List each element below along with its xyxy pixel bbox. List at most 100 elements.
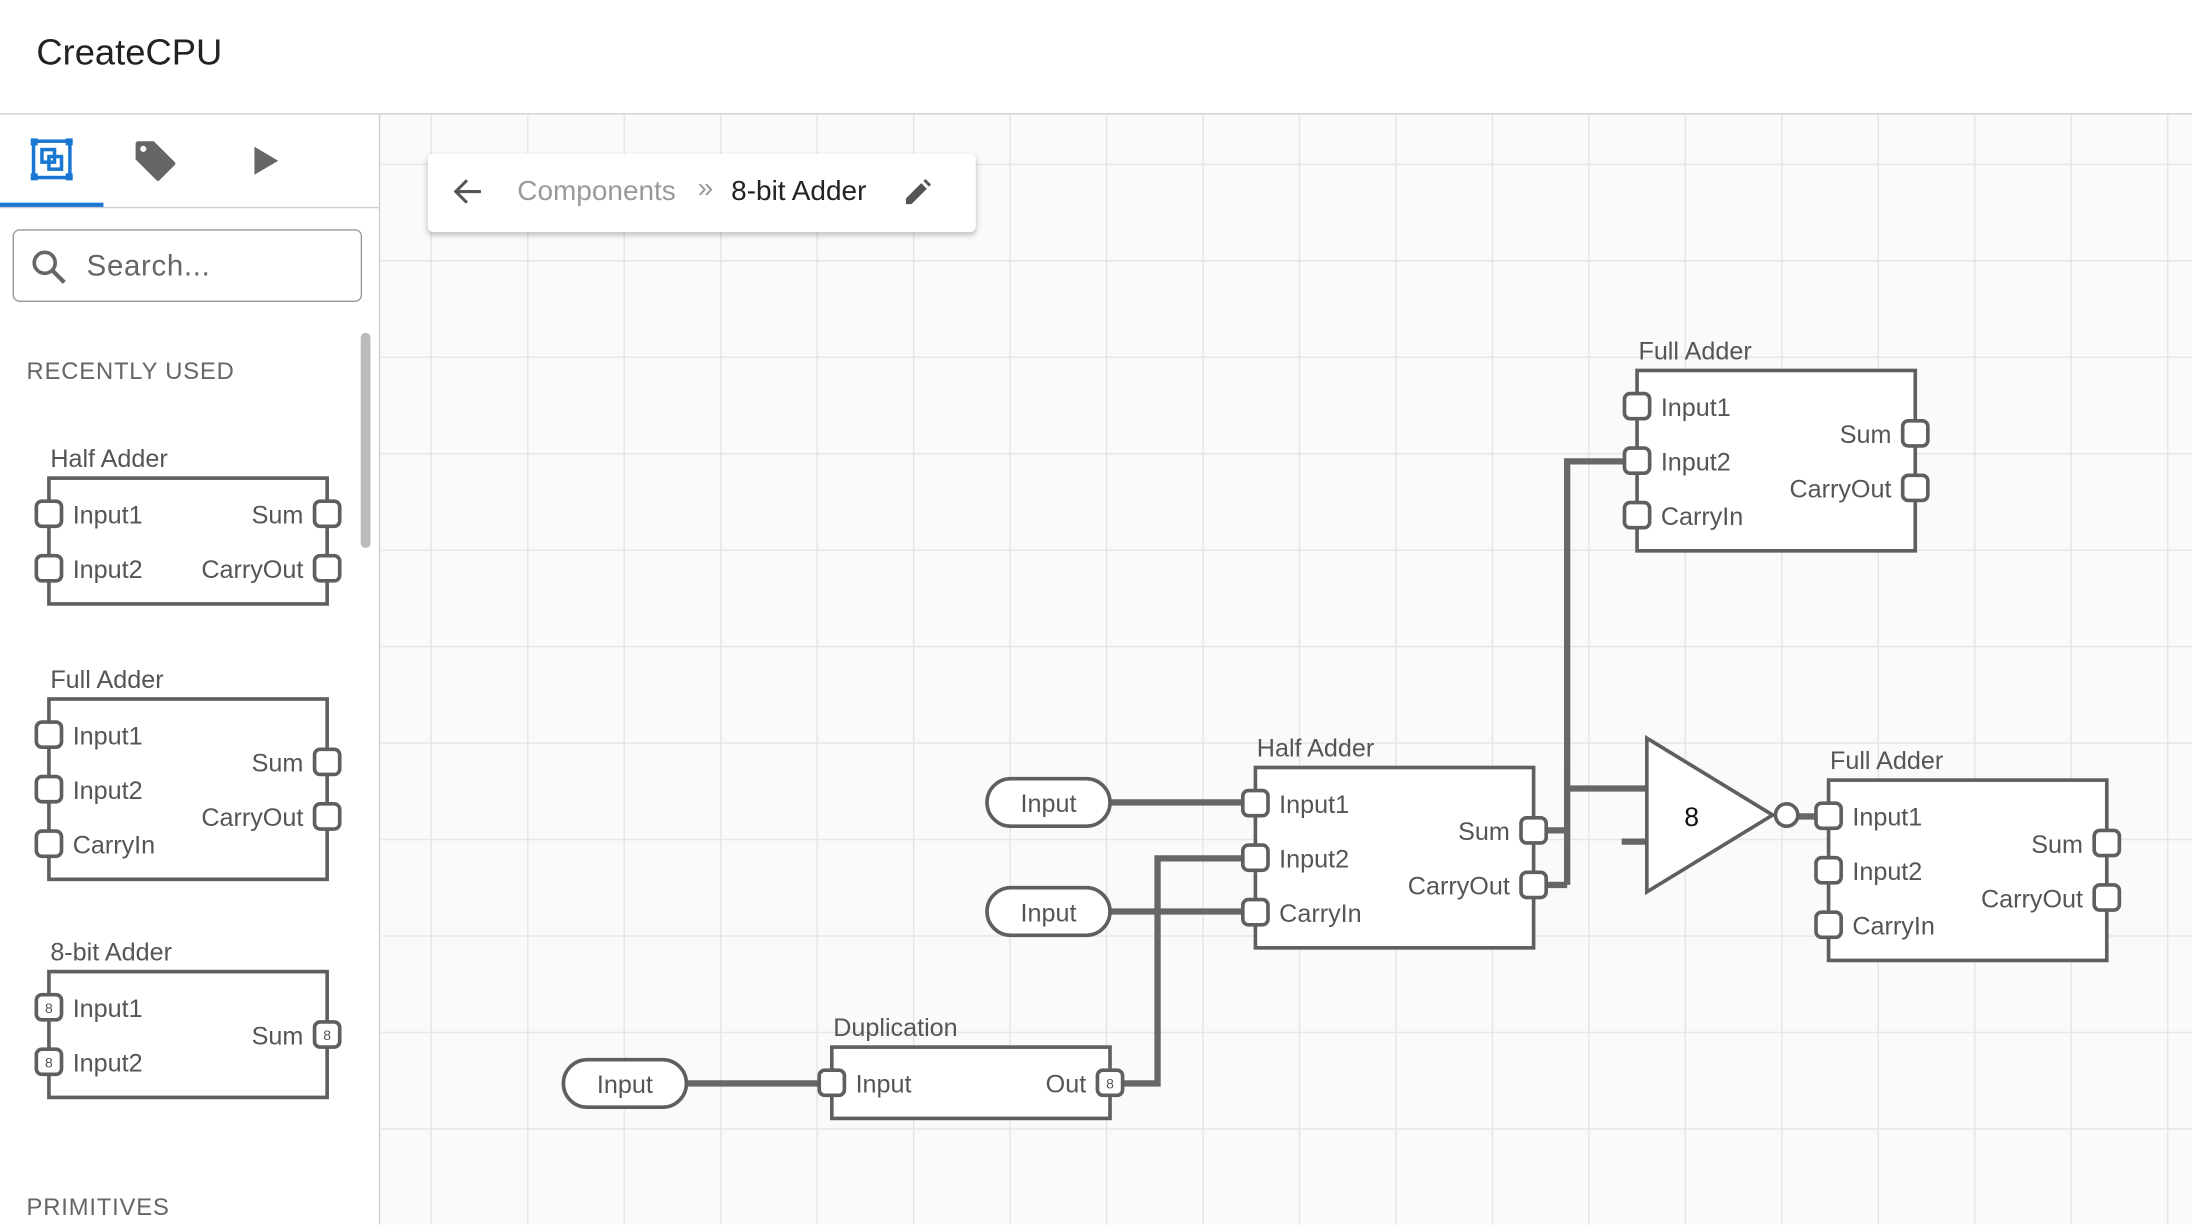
input-pin-body[interactable] [985,776,1112,829]
port-socket[interactable] [1622,446,1652,476]
tab-simulate[interactable] [214,115,317,207]
port-socket[interactable] [1241,843,1270,873]
input-port-input2[interactable] [1241,843,1270,873]
port-socket[interactable] [34,774,64,804]
tab-tags[interactable] [103,115,206,207]
port-socket[interactable] [1622,391,1652,421]
component-body[interactable] [47,969,329,1100]
search-input[interactable] [83,241,356,293]
port-socket[interactable] [1519,870,1549,900]
port-socket[interactable] [34,1047,64,1077]
component-body[interactable] [1635,368,1918,553]
output-port-label: Out [1046,1071,1087,1099]
output-port-sum[interactable]: 8 [312,1020,342,1049]
input-port-carryin[interactable] [34,829,64,859]
port-socket[interactable] [312,499,342,529]
port-socket[interactable] [1814,855,1843,885]
port-socket[interactable] [34,992,64,1022]
component-body[interactable] [47,476,329,606]
gate-triangle[interactable] [1645,734,1777,896]
port-socket[interactable] [2092,883,2122,912]
port-socket[interactable] [1519,816,1549,845]
port-socket[interactable] [312,802,342,831]
app-title: CreateCPU [36,30,223,73]
port-socket[interactable] [1622,500,1652,530]
input-port-input2[interactable] [1814,855,1843,885]
input-pin-body[interactable] [985,885,1112,938]
input-port-input1[interactable] [34,499,64,529]
output-port-carryout[interactable] [312,802,342,831]
breadcrumb: Components » 8-bit Adder [427,153,976,233]
input-port-input1[interactable] [1622,391,1652,421]
back-arrow-icon[interactable] [453,176,484,207]
output-port-out[interactable]: 8 [1095,1068,1125,1098]
output-port-sum[interactable] [312,499,342,529]
pencil-icon[interactable] [903,178,932,207]
input-port-input1[interactable] [1814,801,1843,831]
port-socket[interactable] [34,720,64,750]
output-port-carryout[interactable] [312,553,342,583]
port-socket[interactable] [1095,1068,1125,1098]
output-port-label: CarryOut [201,804,303,832]
inverter-gate[interactable]: 8 [1645,734,1800,896]
output-port-sum[interactable] [312,747,342,777]
input-port-input2[interactable] [34,774,64,804]
input-port-carryin[interactable] [1241,897,1270,927]
input-port-input2[interactable] [34,553,64,583]
port-socket[interactable] [2092,828,2122,858]
output-port-sum[interactable] [1900,418,1930,448]
port-socket[interactable] [1900,418,1930,448]
wire[interactable] [1122,855,1245,1087]
input-port-carryin[interactable] [1622,500,1652,530]
input-port-input1[interactable] [1241,788,1270,818]
output-port-sum[interactable] [2092,828,2122,858]
component-body[interactable] [47,697,329,882]
output-port-carryout[interactable] [1900,473,1930,503]
port-socket[interactable] [1241,788,1270,818]
breadcrumb-current: 8-bit Adder [731,176,867,207]
wire[interactable] [1564,458,1626,885]
output-port-carryout[interactable] [2092,883,2122,912]
output-port-label: CarryOut [1789,476,1891,504]
port-socket[interactable] [1241,897,1270,927]
port-socket[interactable] [1900,473,1930,503]
output-port-label: Sum [252,502,304,530]
input-port-input1[interactable]: 8 [34,992,64,1022]
port-socket[interactable] [312,553,342,583]
port-socket[interactable] [1814,910,1843,940]
input-port-carryin[interactable] [1814,910,1843,940]
input-port-input[interactable] [817,1068,847,1098]
port-socket[interactable] [34,553,64,583]
output-port-sum[interactable] [1519,816,1549,845]
input-pin-body[interactable] [561,1057,689,1110]
port-socket[interactable] [34,829,64,859]
input-port-input2[interactable] [1622,446,1652,476]
input-port-input1[interactable] [34,720,64,750]
port-socket[interactable] [34,499,64,529]
output-port-carryout[interactable] [1519,870,1549,900]
input-port-label: Input2 [73,556,143,584]
sidebar-scrollbar[interactable] [360,332,371,549]
tab-components[interactable] [0,115,104,207]
port-socket[interactable] [817,1068,847,1098]
input-port-input2[interactable]: 8 [34,1047,64,1077]
port-socket[interactable] [1814,801,1843,831]
port-socket[interactable] [312,747,342,777]
search-box[interactable] [12,229,363,302]
component-body[interactable] [1826,778,2109,963]
port-socket[interactable] [312,1020,342,1049]
input-pin[interactable]: Input [561,1057,689,1110]
breadcrumb-parent[interactable]: Components [517,176,676,207]
component-body[interactable] [1253,765,1536,950]
input-pin[interactable]: Input [985,885,1112,938]
input-pin[interactable]: Input [985,776,1112,829]
